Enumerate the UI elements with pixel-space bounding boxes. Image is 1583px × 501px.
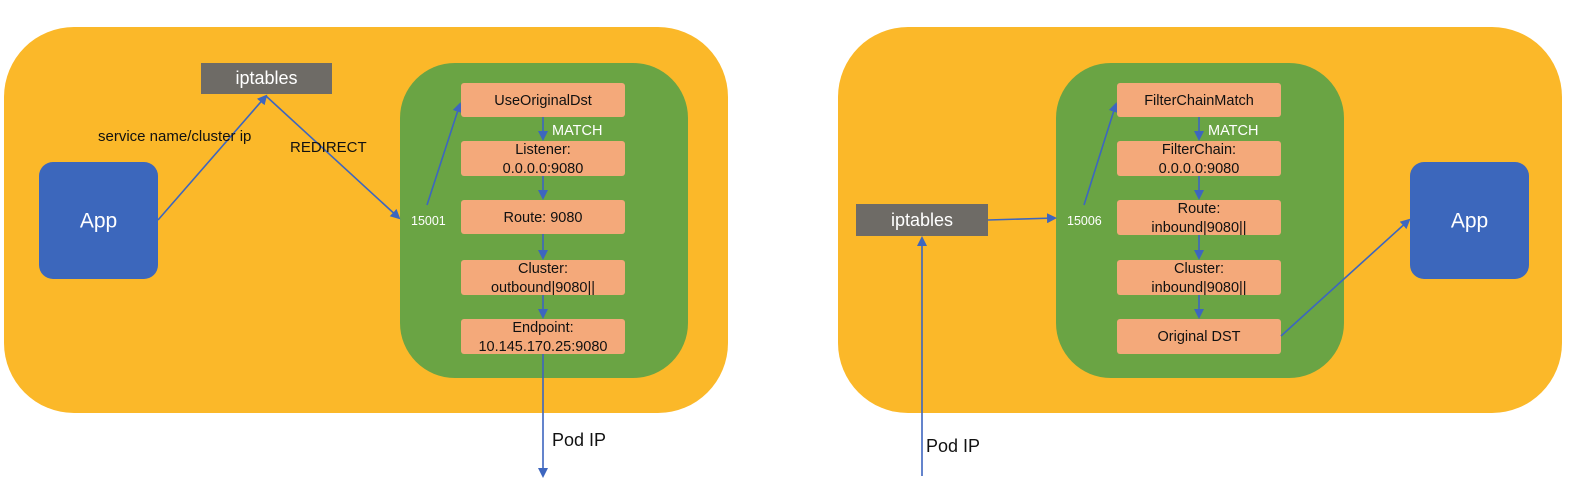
inbound-route-box [1117,200,1281,235]
outbound-podip-label: Pod IP [552,430,606,450]
arrow-app-to-iptables [157,94,268,221]
listener-label: Listener: [515,142,571,158]
arrow-iptables-redirect [265,95,401,220]
filterchain-label: FilterChain: [1162,142,1236,158]
endpoint-value: 10.145.170.25:9080 [478,339,607,355]
inbound-cluster-value: inbound|9080|| [1151,280,1246,296]
arrow-original-dst-to-app [1280,218,1411,337]
outbound-panel: App iptables service name/cluster ip RED… [4,27,728,478]
route-box [461,200,625,234]
cluster-value: outbound|9080|| [491,280,595,296]
redirect-label: REDIRECT [290,139,367,156]
inbound-route-label: Route: [1178,201,1221,217]
service-name-label: service name/cluster ip [98,128,251,145]
outbound-app-label: App [80,210,117,233]
inbound-iptables-label: iptables [891,210,953,230]
arrow-port-to-filterchainmatch [1083,102,1119,206]
inbound-podip-label: Pod IP [926,436,980,456]
inbound-panel: iptables App Pod IP 15006 FilterChainMat… [838,27,1562,476]
inbound-app-label: App [1451,210,1488,233]
filterchainmatch-box [1117,83,1281,117]
endpoint-label: Endpoint: [512,320,573,336]
outbound-iptables-box [201,63,332,94]
outbound-iptables-label: iptables [235,68,297,88]
inbound-cluster-box [1117,260,1281,295]
useoriginaldst-box [461,83,625,117]
endpoint-box [461,319,625,354]
original-dst-box [1117,319,1281,354]
outbound-port-label: 15001 [411,214,446,228]
inbound-app-box [1410,162,1529,279]
inbound-iptables-box [856,204,988,236]
outbound-app-box [39,162,158,279]
listener-value: 0.0.0.0:9080 [503,161,584,177]
inbound-cluster-label: Cluster: [1174,261,1224,277]
inbound-match-label: MATCH [1208,123,1258,139]
arrow-iptables-to-sidecar [987,213,1057,224]
filterchain-box [1117,141,1281,176]
route-label: Route: 9080 [503,210,582,226]
outbound-match-label: MATCH [552,123,602,139]
inbound-port-label: 15006 [1067,214,1102,228]
filterchain-value: 0.0.0.0:9080 [1159,161,1240,177]
listener-box [461,141,625,176]
inbound-route-value: inbound|9080|| [1151,220,1246,236]
cluster-box [461,260,625,295]
arrow-port-to-useoriginaldst [426,102,463,206]
filterchainmatch-label: FilterChainMatch [1144,93,1254,109]
cluster-label: Cluster: [518,261,568,277]
useoriginaldst-label: UseOriginalDst [494,93,592,109]
original-dst-label: Original DST [1158,329,1241,345]
